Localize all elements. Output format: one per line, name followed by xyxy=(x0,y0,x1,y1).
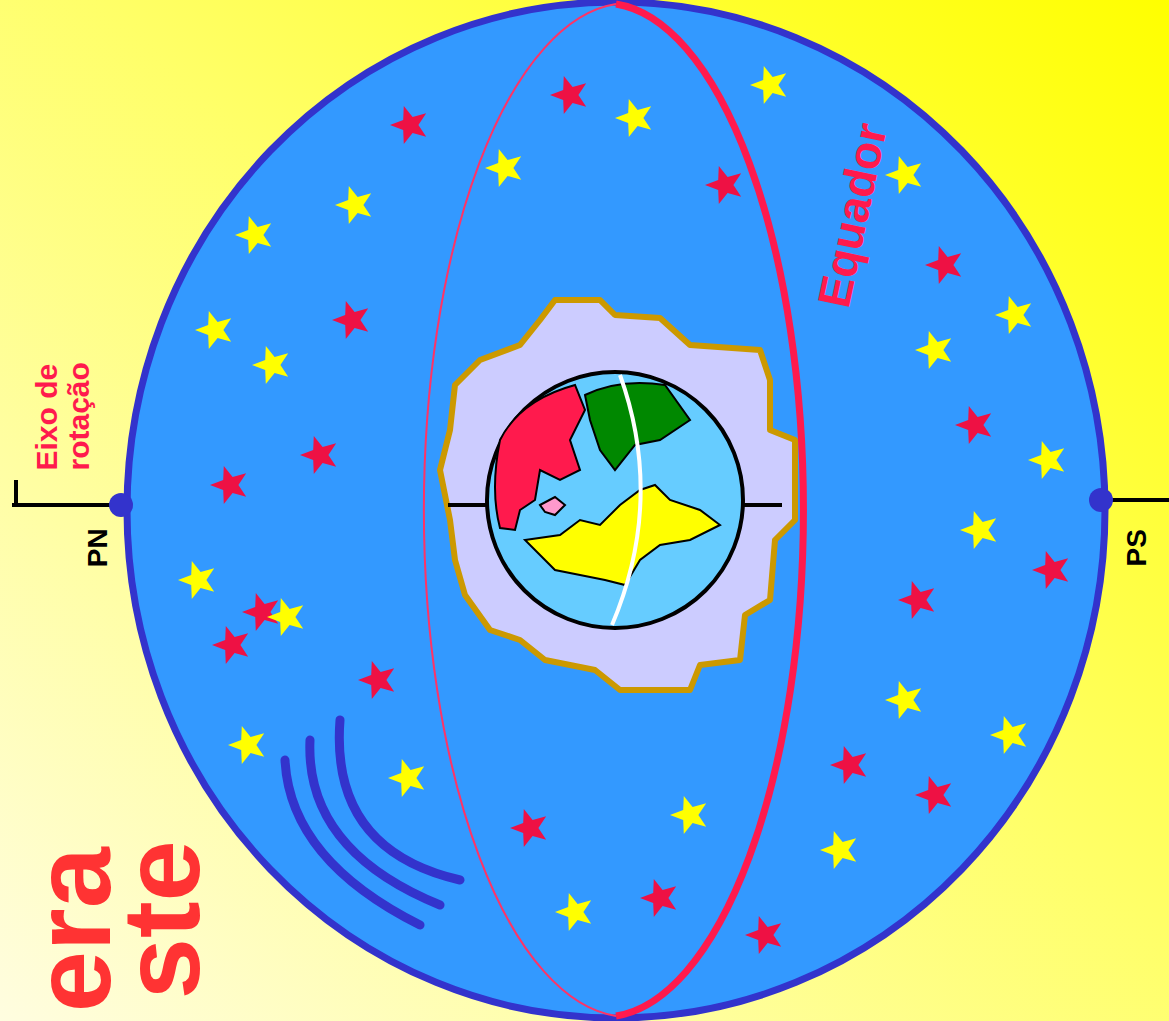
star xyxy=(267,598,303,636)
star xyxy=(960,511,996,549)
star xyxy=(555,893,591,931)
axis-label: Eixo de rotação xyxy=(31,320,94,470)
island xyxy=(540,497,565,515)
motion-arcs xyxy=(285,720,460,925)
star xyxy=(885,681,921,719)
star xyxy=(990,716,1026,754)
star xyxy=(640,879,676,917)
continent xyxy=(525,485,720,585)
star xyxy=(955,406,991,444)
axis-tick xyxy=(14,480,18,505)
star xyxy=(212,626,248,664)
star xyxy=(485,149,521,187)
star xyxy=(178,561,214,599)
star xyxy=(1028,441,1064,479)
star xyxy=(670,796,706,834)
star xyxy=(242,593,278,631)
star xyxy=(705,166,741,204)
star xyxy=(390,106,426,144)
star xyxy=(252,346,288,384)
star xyxy=(300,436,336,474)
earth-globe xyxy=(487,372,743,628)
star xyxy=(745,916,781,954)
star xyxy=(510,809,546,847)
star xyxy=(995,296,1031,334)
star xyxy=(820,831,856,869)
star xyxy=(210,466,246,504)
star xyxy=(195,311,231,349)
north-pole-dot xyxy=(109,493,133,517)
star xyxy=(885,156,921,194)
star xyxy=(335,186,371,224)
star xyxy=(332,301,368,339)
continent xyxy=(495,385,585,530)
star xyxy=(388,759,424,797)
pole-label: PN xyxy=(82,529,111,568)
observer-cloud xyxy=(440,300,795,690)
star xyxy=(925,246,961,284)
rotation-axis xyxy=(1105,498,1169,502)
rotation-axis xyxy=(12,503,118,507)
star xyxy=(550,76,586,114)
star xyxy=(358,661,394,699)
star xyxy=(898,581,934,619)
star xyxy=(615,99,651,137)
title-fragment: ste xyxy=(102,841,218,1000)
star xyxy=(235,216,271,254)
celestial-sphere xyxy=(127,2,1105,1018)
stars xyxy=(178,66,1068,954)
star xyxy=(1032,551,1068,589)
earth-meridian xyxy=(612,375,641,625)
star xyxy=(915,776,951,814)
star xyxy=(750,66,786,104)
pole-label: PS xyxy=(1122,529,1151,566)
star xyxy=(915,331,951,369)
south-pole-dot xyxy=(1089,488,1113,512)
star xyxy=(830,746,866,784)
star xyxy=(228,726,264,764)
